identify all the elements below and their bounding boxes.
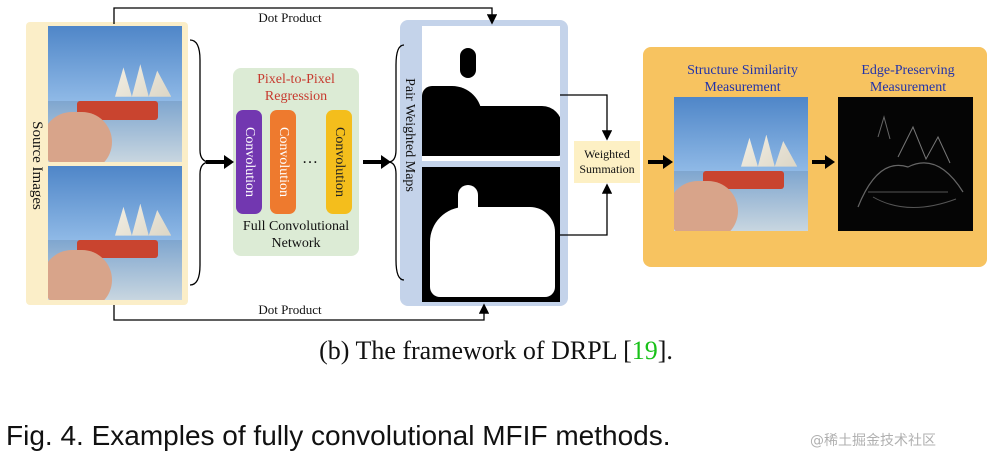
citation-ref: 19 [631,336,658,365]
fcn-label: Full Convolutional Network [242,219,350,251]
connectors [113,7,835,321]
figure-caption: Fig. 4. Examples of fully convolutional … [6,420,671,451]
fused-image [674,97,808,231]
ellipsis: … [302,150,318,167]
convolution-layer-2: Convolution [270,110,296,214]
source-image-1 [48,26,182,162]
structure-similarity-title: Structure Similarity Measurement [687,63,798,95]
watermark: @稀土掘金技术社区 [810,433,936,449]
dot-product-top-label: Dot Product [258,10,322,25]
source-image-2 [48,166,182,300]
regression-title: Pixel-to-Pixel Regression [257,72,335,104]
edge-preserving-title: Edge-Preserving Measurement [861,63,955,95]
convolution-layer-3: Convolution [326,110,352,214]
weighted-summation-node: Weighted Summation [574,141,640,183]
weight-map-2 [422,167,560,302]
weight-map-1 [422,26,560,161]
convolution-layer-1: Convolution [236,110,262,214]
subfigure-caption: (b) The framework of DRPL [19]. [319,336,673,365]
edge-image [838,97,973,231]
dot-product-bottom-label: Dot Product [258,302,322,317]
